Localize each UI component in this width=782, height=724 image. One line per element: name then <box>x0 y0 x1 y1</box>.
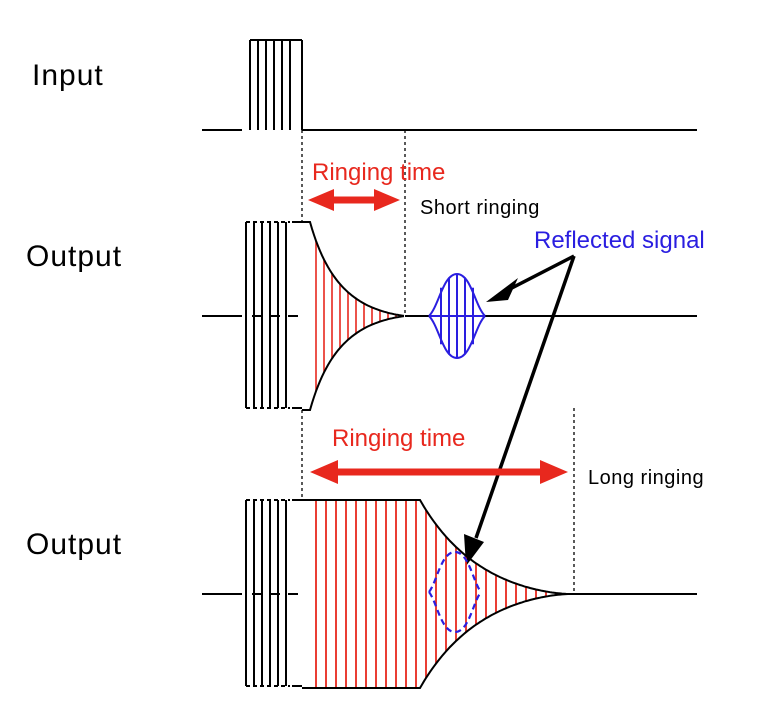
reflected-signal-long <box>428 550 482 634</box>
reflected-long-envelope-bottom <box>428 591 482 634</box>
output-short-pulse <box>245 221 302 409</box>
long-ringing-burst <box>315 500 567 688</box>
guide-lines <box>301 130 575 594</box>
output-long-pulse <box>245 499 302 687</box>
ringing-time-label-long: Ringing time <box>332 425 465 452</box>
ringing-time-arrow-short <box>308 189 400 211</box>
output-label-long: Output <box>26 528 122 561</box>
reflected-signal-short <box>428 272 486 360</box>
long-ringing-envelope <box>302 499 574 689</box>
short-ringing-burst <box>315 240 397 392</box>
reflected-signal-label: Reflected signal <box>534 227 705 254</box>
output-label-short: Output <box>26 240 122 273</box>
reflected-signal-pointer-1 <box>486 254 575 302</box>
ringing-time-arrow-long <box>310 460 568 484</box>
long-ringing-label: Long ringing <box>588 467 704 489</box>
short-ringing-envelope <box>302 221 405 411</box>
short-ringing-label: Short ringing <box>420 197 540 219</box>
reflected-signal-pointer-2 <box>464 255 576 566</box>
ringing-time-label-short: Ringing time <box>312 159 445 186</box>
reflected-long-envelope-top <box>428 550 482 593</box>
input-label: Input <box>32 59 104 92</box>
input-pulse <box>249 39 303 130</box>
